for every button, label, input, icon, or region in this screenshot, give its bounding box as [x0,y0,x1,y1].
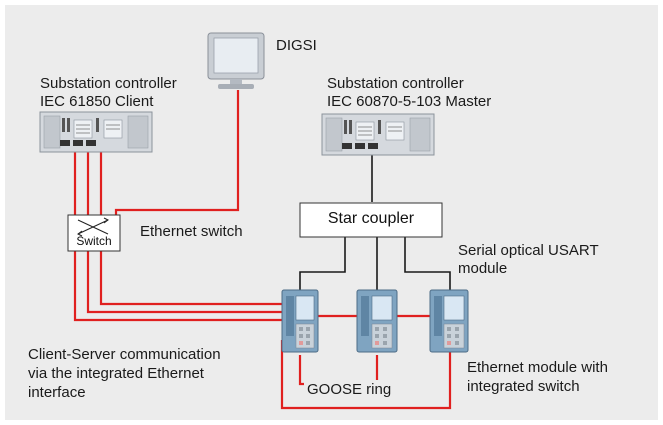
goose-ring-outer [280,340,452,410]
serial-links [299,155,451,290]
eth-module-line2: integrated switch [467,378,580,395]
ethernet-switch-label: Ethernet switch [140,223,243,240]
star-coupler-box [299,202,443,238]
star-coupler-label: Star coupler [327,210,415,227]
switch-box-label: Switch [76,234,112,248]
usart-line2: module [458,260,508,277]
protection-relay-icon [356,289,398,353]
link-switch-relay1-a [73,250,282,322]
monitor-icon [207,32,265,89]
switch-icon [67,214,121,252]
digsi-label: DIGSI [276,37,317,54]
controller-right-line2: IEC 60870-5-103 Master [327,93,492,110]
link-switch-relay1-c [99,250,282,306]
rack-controller-icon [321,113,435,156]
controller-left-line1: Substation controller [40,75,177,92]
rack-controller-icon [39,111,153,153]
link-coupler-relay1 [299,236,346,290]
protection-relay-icon [429,289,469,353]
link-coupler-relay3 [404,236,451,290]
link-switch-relay1-b [86,250,282,314]
usart-line1: Serial optical USART [458,242,599,259]
link-digsi-switch [114,90,240,218]
client-server-line1: Client-Server communication [28,346,221,363]
client-server-line2: via the integrated Ethernet [28,365,204,382]
controller-right-line1: Substation controller [327,75,464,92]
controller-left-line2: IEC 61850 Client [40,93,154,110]
goose-ring-label: GOOSE ring [304,380,395,399]
client-server-line3: interface [28,384,86,401]
eth-module-line1: Ethernet module with [467,359,608,376]
protection-relay-icon [281,289,319,353]
